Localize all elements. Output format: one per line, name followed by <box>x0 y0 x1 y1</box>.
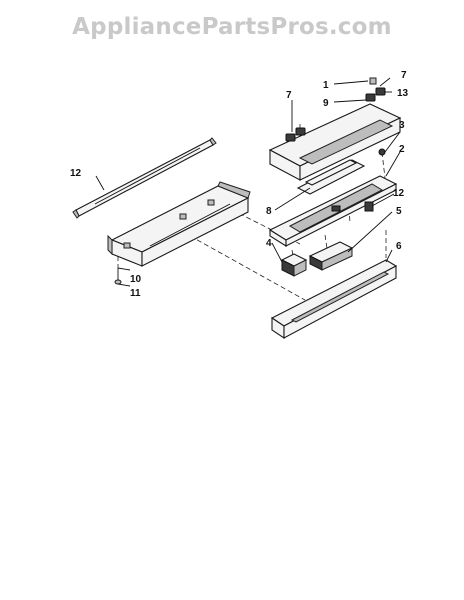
part-3-screw <box>378 148 386 156</box>
callout-3: 3 <box>399 120 405 131</box>
part-12-clip <box>364 201 374 212</box>
callout-7-left: 7 <box>286 90 292 101</box>
part-6-lower-trim <box>270 259 398 340</box>
leader-lines <box>95 77 401 287</box>
part-7-9-buttons <box>285 77 386 142</box>
part-11-screw <box>114 268 122 285</box>
part-8-membrane <box>296 159 366 195</box>
callout-9: 9 <box>323 98 329 109</box>
watermark-text: AppliancePartsPros.com <box>72 14 392 40</box>
callout-6: 6 <box>396 241 402 252</box>
part-4-switch <box>280 253 308 277</box>
part-10-bracket <box>107 181 251 267</box>
callout-5: 5 <box>396 206 402 217</box>
callout-1: 1 <box>323 80 329 91</box>
part-13-control-panel-top <box>268 103 402 181</box>
callout-7-top: 7 <box>401 70 407 81</box>
callout-10: 10 <box>130 274 142 285</box>
part-5-control-board <box>308 241 354 271</box>
callout-2: 2 <box>399 144 405 155</box>
part-12-trim-strip <box>72 137 217 219</box>
callout-8: 8 <box>266 206 272 217</box>
callout-4: 4 <box>266 238 272 249</box>
callout-13: 13 <box>397 88 409 99</box>
callout-11: 11 <box>130 288 141 299</box>
callout-12-left: 12 <box>70 168 82 179</box>
part-2-console-frame <box>268 175 398 247</box>
callout-labels: 1 7 9 13 7 3 2 12 12 5 8 4 6 10 11 <box>70 70 409 299</box>
callout-12-right: 12 <box>393 188 405 199</box>
